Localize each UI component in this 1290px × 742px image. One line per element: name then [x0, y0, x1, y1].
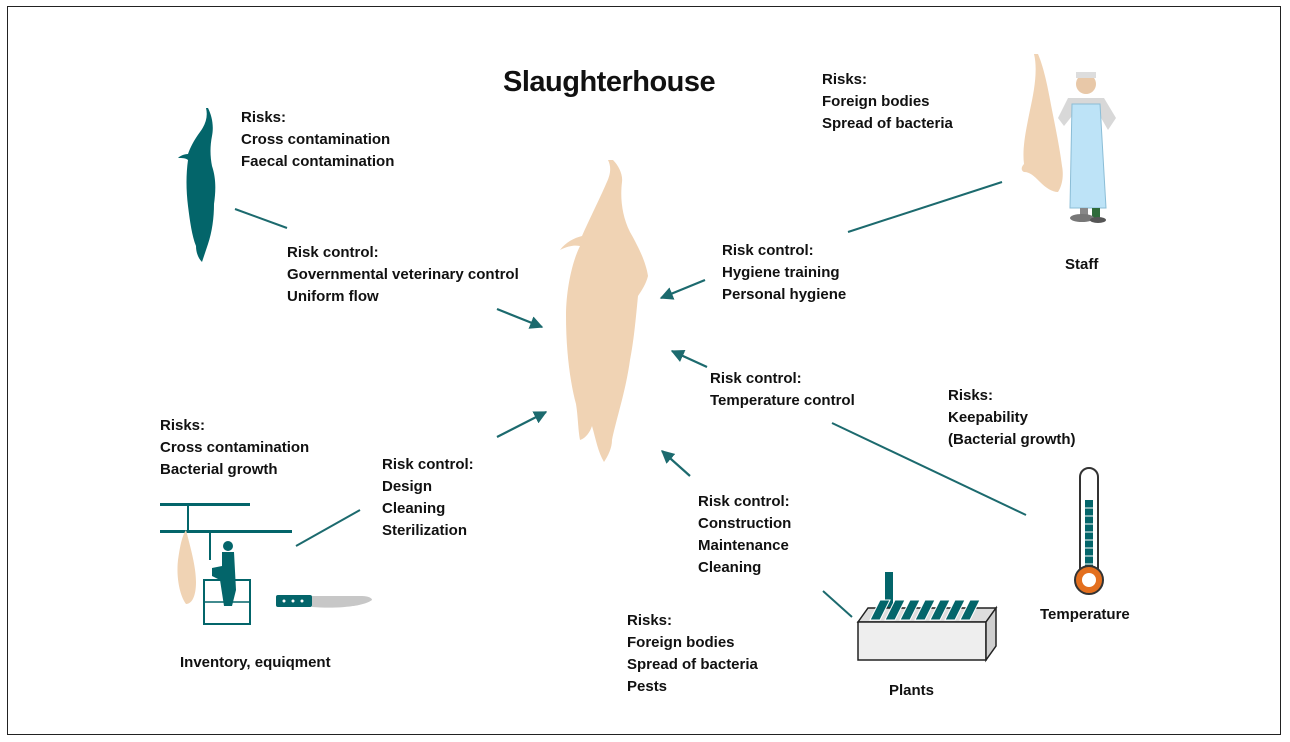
risk-control-heading: Risk control:	[287, 242, 519, 264]
risk-control-item: Uniform flow	[287, 286, 519, 308]
risk-item: Faecal contamination	[241, 151, 394, 173]
pig-arrow	[497, 309, 542, 327]
risk-control-item: Cleaning	[382, 498, 474, 520]
risk-control-heading: Risk control:	[710, 368, 855, 390]
plants-connector-line	[823, 591, 852, 617]
pig-carcass-icon	[178, 108, 215, 262]
risk-control-heading: Risk control:	[698, 491, 791, 513]
inv-arrow	[497, 412, 546, 437]
risk-item: Foreign bodies	[822, 91, 953, 113]
risk-control-item: Hygiene training	[722, 262, 846, 284]
risk-control-item: Construction	[698, 513, 791, 535]
factory-icon	[858, 572, 996, 660]
staff-label: Staff	[1065, 254, 1098, 276]
risk-item: Cross contamination	[241, 129, 394, 151]
risk-item: Spread of bacteria	[822, 113, 953, 135]
risks-heading: Risks:	[160, 415, 309, 437]
inv-label: Inventory, equiqment	[180, 652, 331, 674]
inv-risks: Risks: Cross contamination Bacterial gro…	[160, 415, 309, 481]
risk-item: Spread of bacteria	[627, 654, 758, 676]
risk-control-item: Design	[382, 476, 474, 498]
plants-risk-control: Risk control: Construction Maintenance C…	[698, 491, 791, 579]
processing-line-icon	[160, 503, 292, 624]
staff-risks: Risks: Foreign bodies Spread of bacteria	[822, 69, 953, 135]
page-title: Slaughterhouse	[503, 66, 715, 99]
knife-icon	[276, 595, 372, 608]
risk-control-item: Sterilization	[382, 520, 474, 542]
risk-control-item: Cleaning	[698, 557, 791, 579]
temp-arrow	[672, 351, 707, 367]
inv-connector-line	[296, 510, 360, 546]
central-carcass-icon	[560, 160, 648, 462]
staff-connector-line	[848, 182, 1002, 232]
risks-heading: Risks:	[822, 69, 953, 91]
staff-arrow	[661, 280, 705, 298]
pig-risk-control: Risk control: Governmental veterinary co…	[287, 242, 519, 308]
butcher-icon	[1022, 54, 1116, 223]
plants-arrow	[662, 451, 690, 476]
temp-label: Temperature	[1040, 604, 1130, 626]
plants-label: Plants	[889, 680, 934, 702]
risk-item: Foreign bodies	[627, 632, 758, 654]
risk-item: Bacterial growth	[160, 459, 309, 481]
risk-item: Pests	[627, 676, 758, 698]
risk-control-item: Temperature control	[710, 390, 855, 412]
risks-heading: Risks:	[241, 107, 394, 129]
risks-heading: Risks:	[948, 385, 1076, 407]
temp-risk-control: Risk control: Temperature control	[710, 368, 855, 412]
thermometer-icon	[1075, 468, 1103, 594]
risk-control-heading: Risk control:	[722, 240, 846, 262]
risks-heading: Risks:	[627, 610, 758, 632]
pig-risks: Risks: Cross contamination Faecal contam…	[241, 107, 394, 173]
plants-risks: Risks: Foreign bodies Spread of bacteria…	[627, 610, 758, 698]
risk-control-item: Governmental veterinary control	[287, 264, 519, 286]
risk-item: Keepability	[948, 407, 1076, 429]
temp-risks: Risks: Keepability (Bacterial growth)	[948, 385, 1076, 451]
risk-control-item: Personal hygiene	[722, 284, 846, 306]
risk-item: (Bacterial growth)	[948, 429, 1076, 451]
risk-control-heading: Risk control:	[382, 454, 474, 476]
pig-connector-line	[235, 209, 287, 228]
staff-risk-control: Risk control: Hygiene training Personal …	[722, 240, 846, 306]
inv-risk-control: Risk control: Design Cleaning Sterilizat…	[382, 454, 474, 542]
risk-control-item: Maintenance	[698, 535, 791, 557]
risk-item: Cross contamination	[160, 437, 309, 459]
